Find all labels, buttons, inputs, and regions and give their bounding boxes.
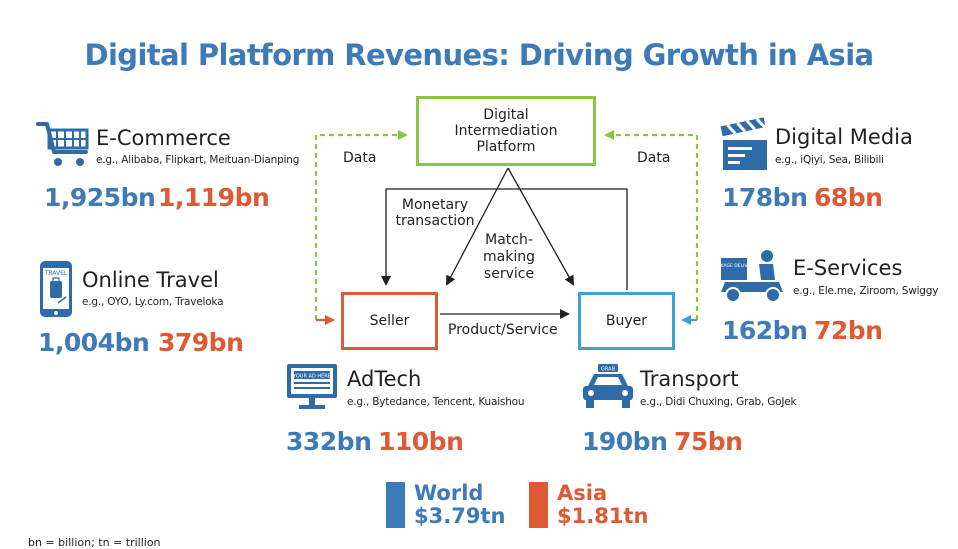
legend-asia-total: $1.81tn (557, 504, 649, 528)
data-label-right: Data (637, 150, 671, 166)
media-asia-value: 68bn (814, 183, 883, 212)
adtech-examples: e.g., Bytedance, Tencent, Kuaishou (347, 396, 525, 408)
adtech-title: AdTech (347, 367, 422, 391)
adtech-icon-text: YOUR AD HERE (292, 374, 331, 380)
matchmaking-arrow-seller (446, 167, 509, 286)
data-label-left: Data (343, 150, 377, 166)
transport-title: Transport (640, 367, 739, 391)
eservices-icon-text: PACKAGE DELIVERY (712, 263, 756, 269)
adtech-asia-value: 110bn (378, 427, 464, 456)
buyer-box: Buyer (578, 292, 675, 350)
clapperboard-icon (720, 117, 770, 176)
eservices-world-value: 162bn (722, 316, 808, 345)
media-world-value: 178bn (722, 183, 808, 212)
legend-world-label: World (414, 481, 484, 505)
legend-world-total: $3.79tn (414, 504, 506, 528)
travel-title: Online Travel (82, 268, 219, 292)
media-examples: e.g., iQiyi, Sea, Bilibili (775, 154, 884, 166)
media-title: Digital Media (775, 125, 913, 149)
taxi-car-icon: GRAB (580, 362, 636, 414)
adtech-world-value: 332bn (286, 427, 372, 456)
ecommerce-asia-value: 1,119bn (158, 183, 270, 212)
shopping-cart-icon (36, 120, 92, 174)
legend-world: World $3.79tn (414, 482, 505, 528)
eservices-asia-value: 72bn (814, 316, 883, 345)
page-title: Digital Platform Revenues: Driving Growt… (84, 38, 874, 72)
legend-asia: Asia $1.81tn (557, 482, 648, 528)
travel-asia-value: 379bn (158, 328, 244, 357)
product-service-label: Product/Service (448, 322, 558, 338)
transport-asia-value: 75bn (674, 427, 743, 456)
ecommerce-title: E-Commerce (96, 126, 231, 150)
transport-icon-text: GRAB (601, 367, 616, 373)
monetary-label: Monetary transaction (395, 197, 475, 229)
monetary-transaction-arrow (381, 188, 628, 290)
footnote: bn = billion; tn = trillion (28, 536, 161, 549)
travel-phone-icon: TRAVEL (38, 259, 74, 323)
seller-label: Seller (369, 313, 410, 329)
travel-examples: e.g., OYO, Ly.com, Traveloka (82, 296, 224, 308)
platform-box: Digital Intermediation Platform (416, 96, 596, 166)
data-arrow-to-platform-left (314, 130, 408, 320)
transport-world-value: 190bn (582, 427, 668, 456)
eservices-examples: e.g., Ele.me, Ziroom, Swiggy (793, 285, 939, 297)
seller-box: Seller (341, 292, 438, 350)
legend-world-swatch (386, 482, 405, 528)
data-arrow-to-platform-right (604, 130, 699, 320)
ecommerce-examples: e.g., Alibaba, Flipkart, Meituan-Dianpin… (96, 154, 300, 166)
eservices-title: E-Services (793, 256, 903, 280)
matchmaking-label: Match-making service (483, 232, 535, 282)
matchmaking-arrow-buyer (507, 167, 574, 286)
platform-label: Digital Intermediation Platform (454, 107, 558, 155)
travel-world-value: 1,004bn (38, 328, 150, 357)
buyer-label: Buyer (605, 313, 648, 329)
billboard-monitor-icon: YOUR AD HERE (285, 362, 341, 416)
travel-icon-text: TRAVEL (44, 270, 68, 277)
ecommerce-world-value: 1,925bn (44, 183, 156, 212)
delivery-scooter-icon: PACKAGE DELIVERY (712, 248, 789, 308)
transport-examples: e.g., Didi Chuxing, Grab, GoJek (640, 396, 797, 408)
legend-asia-swatch (529, 482, 548, 528)
legend-asia-label: Asia (557, 481, 608, 505)
